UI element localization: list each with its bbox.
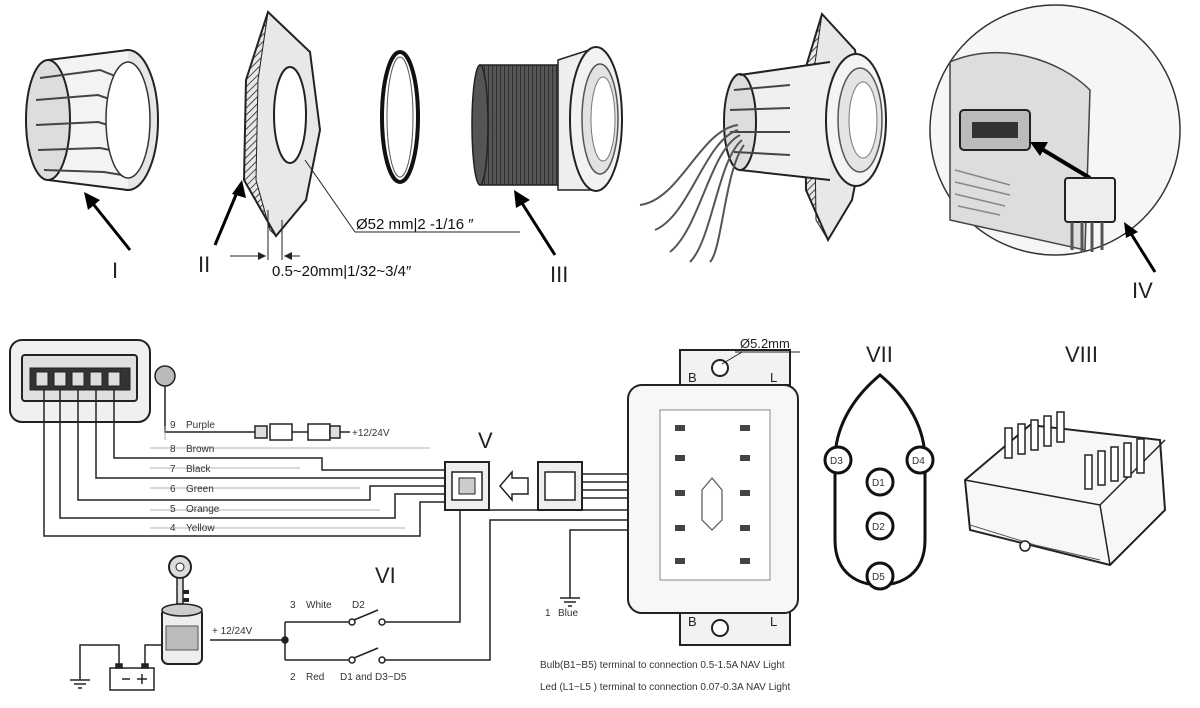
wire-7-num: 7 [170,464,176,475]
module-mark-bottom-left: B [688,614,697,629]
panel-thickness-label: 0.5~20mm|1/32~3/4″ [272,263,412,280]
label-part-3: III [550,262,568,287]
threaded-housing-part [471,46,623,256]
battery-supply-label: + 12/24V [212,626,253,637]
plug-connector-pair [444,461,630,511]
bezel-nut-part [25,49,159,251]
wire-6-num: 6 [170,484,176,495]
control-module [627,349,800,646]
inline-fuse [254,423,350,441]
module-perspective-view [963,411,1167,567]
battery-icon [70,644,162,691]
nav-d4: D4 [912,456,925,467]
wire-labels: 9 Purple 8 Brown 7 Black 6 Green 5 Orang… [170,420,220,534]
gauge-rear-connector [9,339,176,423]
switch-red-target: D1 and D3~D5 [340,672,407,683]
fuse-supply-label: +12/24V [352,428,390,439]
nav-d3: D3 [830,456,843,467]
label-part-5: V [478,428,493,453]
wire-4-color: Yellow [186,523,215,534]
switch-white-color: White [306,600,332,611]
switch-red-num: 2 [290,672,296,683]
key-switch-body [161,603,203,665]
module-mark-bottom-right: L [770,614,777,629]
ground-symbol [560,597,580,607]
ground-wire-color: Blue [558,608,578,619]
wire-8-num: 8 [170,444,176,455]
nav-d1: D1 [872,478,885,489]
mounting-panel-part [213,10,520,260]
wire-5-num: 5 [170,504,176,515]
switch-white-num: 3 [290,600,296,611]
label-part-2: II [198,252,210,277]
wire-6-color: Green [186,484,214,495]
label-part-8: VIII [1065,342,1098,367]
label-part-7: VII [866,342,893,367]
wire-9-color: Purple [186,420,215,431]
mount-hole-label: Ø5.2mm [740,336,790,351]
nav-position-diagram [823,373,935,591]
nav-d2: D2 [872,522,885,533]
switch-white-target: D2 [352,600,365,611]
wire-5-color: Orange [186,504,220,515]
switch-red-color: Red [306,672,324,683]
label-part-4: IV [1132,278,1153,303]
connector-detail-part [929,4,1181,273]
module-mark-top-right: L [770,370,777,385]
hole-diameter-label: Ø52 mm|2 -1/16 ″ [356,216,474,233]
switch-bank [210,609,386,664]
note-bulb: Bulb(B1~B5) terminal to connection 0.5-1… [540,660,785,671]
nav-d5: D5 [872,572,885,583]
ground-wire-num: 1 [545,608,551,619]
gauge-harness-wires [43,386,445,537]
module-wires [385,509,628,661]
wire-4-num: 4 [170,523,176,534]
note-led: Led (L1~L5 ) terminal to connection 0.07… [540,682,790,693]
label-part-6: VI [375,563,396,588]
wire-9-num: 9 [170,420,176,431]
o-ring-part [380,50,420,184]
label-part-1: I [112,258,118,283]
wire-8-color: Brown [186,444,214,455]
ignition-key-icon [168,555,192,605]
module-mark-top-left: B [688,370,697,385]
wire-7-color: Black [186,464,211,475]
assembled-gauge [639,12,887,263]
